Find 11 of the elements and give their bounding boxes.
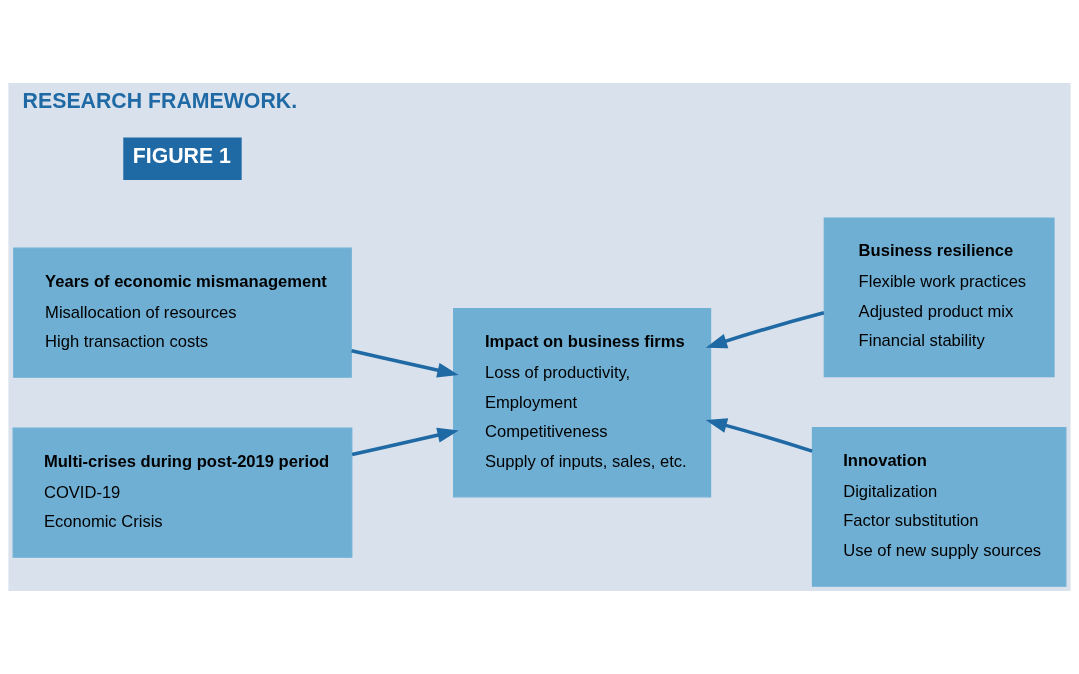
- node-box: Impact on business firms Loss of productivity, Employment Competitiveness Supply of inputs, sales, etc.: [453, 308, 712, 498]
- node-box: Business resilience Flexible work practices Adjusted product mix Financial stability: [823, 217, 1055, 378]
- node-box: Innovation Digitalization Factor substitution Use of new supply sources: [811, 427, 1067, 587]
- arrow: [705, 418, 813, 453]
- arrow: [705, 311, 825, 349]
- arrow: [351, 349, 459, 378]
- node-box: Multi-crises during post-2019 period COVID-19 Economic Crisis: [12, 427, 353, 558]
- node-box: Years of economic mismanagement Misallocation of resources High transaction costs: [13, 247, 352, 378]
- diagram-title: RESEARCH FRAMEWORK.: [22, 89, 298, 114]
- label: FIGURE 1: [132, 143, 231, 168]
- arrow: [351, 427, 459, 457]
